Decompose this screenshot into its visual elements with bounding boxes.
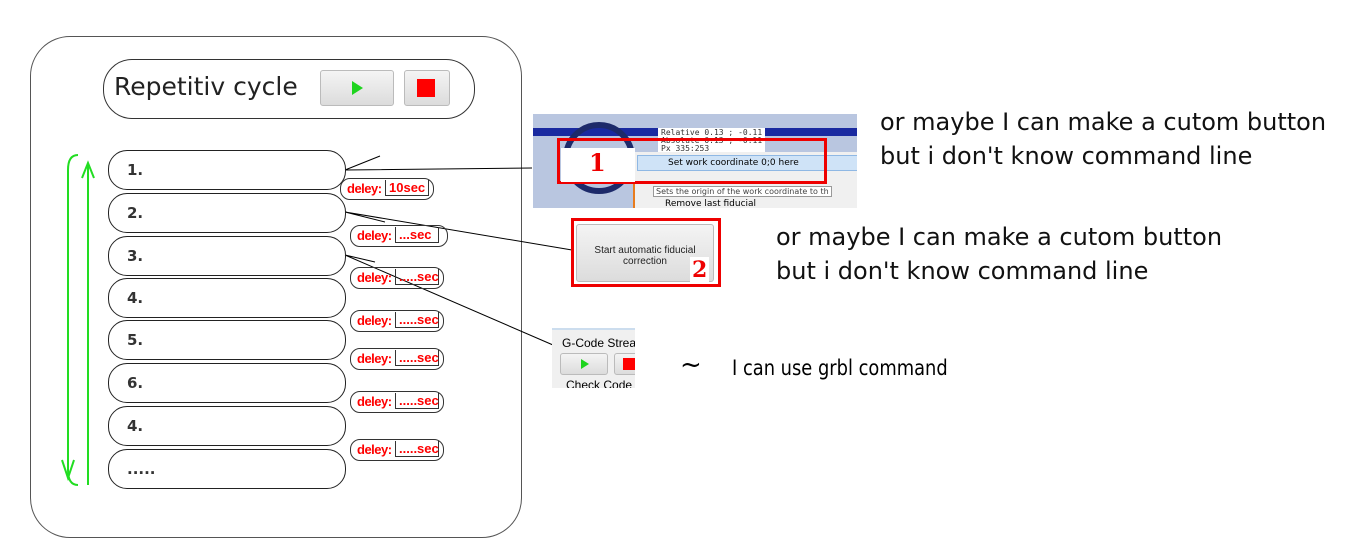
note-1: or maybe I can make a cutom button but i… (880, 105, 1326, 173)
step-item[interactable]: ..... (108, 449, 346, 489)
step-item[interactable]: 6. (108, 363, 346, 403)
note-line: but i don't know command line (776, 257, 1149, 285)
delay-field[interactable]: deley:.....sec (350, 391, 444, 413)
pointer-lines (344, 155, 573, 346)
cycle-header (103, 59, 475, 119)
gcode-play-button[interactable] (560, 353, 608, 375)
note-line: or maybe I can make a cutom button (776, 223, 1223, 251)
step-item[interactable]: 4. (108, 406, 346, 446)
relative-coord: Relative 0.13 ; -0.11 (661, 128, 763, 137)
gcode-group-label: G-Code Stream (562, 336, 635, 350)
stop-button[interactable] (404, 70, 450, 106)
badge-2: 2 (690, 257, 710, 283)
loop-arrow (61, 154, 95, 486)
badge-1: 1 (561, 148, 635, 182)
context-menu: Set work coordinate 0;0 here Sets the or… (633, 152, 857, 208)
play-icon (352, 81, 363, 95)
step-item[interactable]: 2. (108, 193, 346, 233)
screenshot-gcode-stream: G-Code Stream Check Code (552, 328, 635, 388)
screenshot-context-menu: Relative 0.13 ; -0.11 Absolute 0.13 ; -0… (533, 114, 857, 208)
highlight-box (557, 138, 827, 184)
note-3: I can use grbl command (732, 356, 948, 380)
step-item[interactable]: 4. (108, 278, 346, 318)
tilde-mark: ~ (680, 350, 702, 380)
play-button[interactable] (320, 70, 394, 106)
play-icon (581, 359, 589, 369)
delay-field[interactable]: deley:.....sec (350, 348, 444, 370)
step-item[interactable]: 1. (108, 150, 346, 190)
note-2: or maybe I can make a cutom button but i… (776, 220, 1222, 288)
note-line: but i don't know command line (880, 142, 1253, 170)
delay-field[interactable]: deley:10sec (340, 178, 434, 200)
delay-field[interactable]: deley:.....sec (350, 267, 444, 289)
px-coord: Px 335:253 (661, 144, 710, 153)
stop-icon (623, 358, 635, 370)
delay-field[interactable]: deley:.....sec (350, 310, 444, 332)
tooltip: Sets the origin of the work coordinate t… (653, 186, 832, 197)
menu-item-remove-fiducial[interactable]: Remove last fiducial (665, 199, 757, 208)
stop-icon (417, 79, 435, 97)
screenshot-fiducial: Start automatic fiducial correction 2 (571, 218, 721, 287)
delay-field[interactable]: deley:...sec (350, 225, 448, 247)
step-item[interactable]: 3. (108, 236, 346, 276)
menu-item-set-work-coordinate[interactable]: Set work coordinate 0;0 here (637, 155, 857, 171)
cycle-title: Repetitiv cycle (114, 72, 298, 101)
gcode-stop-button[interactable] (614, 353, 635, 375)
check-code-button[interactable]: Check Code (566, 378, 633, 388)
delay-field[interactable]: deley:.....sec (350, 439, 444, 461)
step-item[interactable]: 5. (108, 320, 346, 360)
note-line: or maybe I can make a cutom button (880, 108, 1327, 136)
connectors (61, 154, 573, 486)
